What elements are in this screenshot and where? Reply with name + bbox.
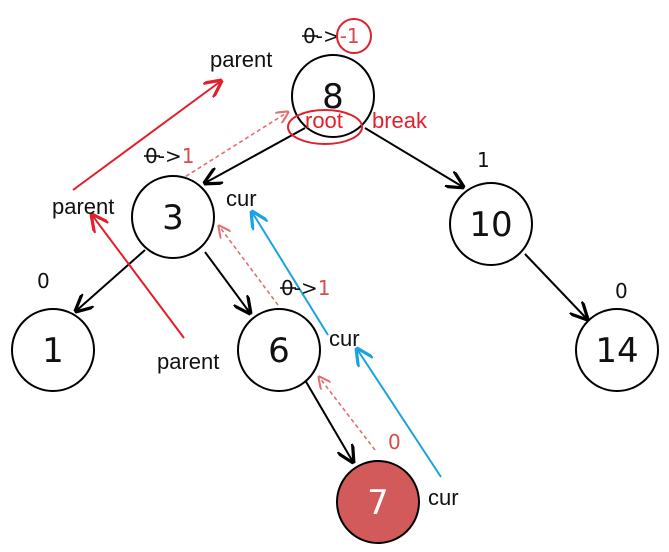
tree-edges [76, 127, 587, 462]
parent-arrow-low [92, 215, 185, 339]
bf-6: 0->1 [280, 276, 330, 300]
parent-label-mid: parent [52, 194, 114, 219]
node-6: 6 [237, 308, 321, 392]
root-label: root [305, 108, 343, 133]
cur-path [252, 212, 442, 478]
bf-6-arrow: -> [294, 276, 318, 300]
break-label: break [372, 108, 428, 133]
node-3: 3 [131, 175, 215, 259]
node-14: 14 [575, 308, 659, 392]
bf-update-3-8 [179, 112, 288, 181]
root-highlight [287, 109, 363, 145]
node-10-label: 10 [469, 205, 512, 245]
bf-3-new: 1 [182, 144, 195, 168]
bf-1: 0 [37, 269, 50, 293]
cur-label-3: cur [226, 186, 257, 211]
parent-label-low: parent [157, 349, 219, 374]
node-3-label: 3 [162, 198, 184, 238]
bf-8: 0->-1 [302, 18, 372, 54]
node-10: 10 [449, 182, 533, 266]
edge-6-7 [304, 379, 353, 462]
parent-arrow-top [72, 81, 221, 191]
bf-8-arrow: -> [316, 24, 340, 48]
bf-3: 0->1 [144, 144, 194, 168]
cur-arrow-6-3 [252, 212, 329, 336]
bf-8-new: -1 [340, 24, 360, 48]
parent-label-top: parent [210, 47, 272, 72]
cur-label-6: cur [329, 326, 360, 351]
parent-path [72, 81, 221, 339]
cur-label-7: cur [428, 485, 459, 510]
bf-7: 0 [388, 430, 401, 454]
node-14-label: 14 [595, 331, 638, 371]
cur-arrow-7-6 [357, 349, 442, 478]
bf-10: 1 [477, 148, 490, 172]
node-1: 1 [11, 308, 95, 392]
node-6-label: 6 [268, 331, 290, 371]
bf-update-path [179, 112, 376, 451]
edge-8-10 [364, 127, 463, 187]
bf-6-new: 1 [318, 276, 331, 300]
root-marker: root [287, 108, 363, 145]
node-7-new: 7 [336, 460, 420, 544]
edge-10-14 [524, 253, 587, 319]
bf-update-6-3 [219, 226, 279, 306]
bf-8-highlight [336, 18, 372, 54]
edge-3-1 [76, 249, 146, 311]
node-7-label: 7 [367, 483, 389, 523]
edge-3-6 [204, 251, 250, 313]
edge-8-3 [205, 127, 306, 183]
bf-14: 0 [615, 279, 628, 303]
svg-text:0->-1: 0->-1 [303, 24, 360, 48]
bf-update-7-6 [319, 377, 376, 451]
node-1-label: 1 [42, 331, 64, 371]
bf-3-arrow: -> [158, 144, 182, 168]
node-8-label: 8 [322, 77, 344, 117]
